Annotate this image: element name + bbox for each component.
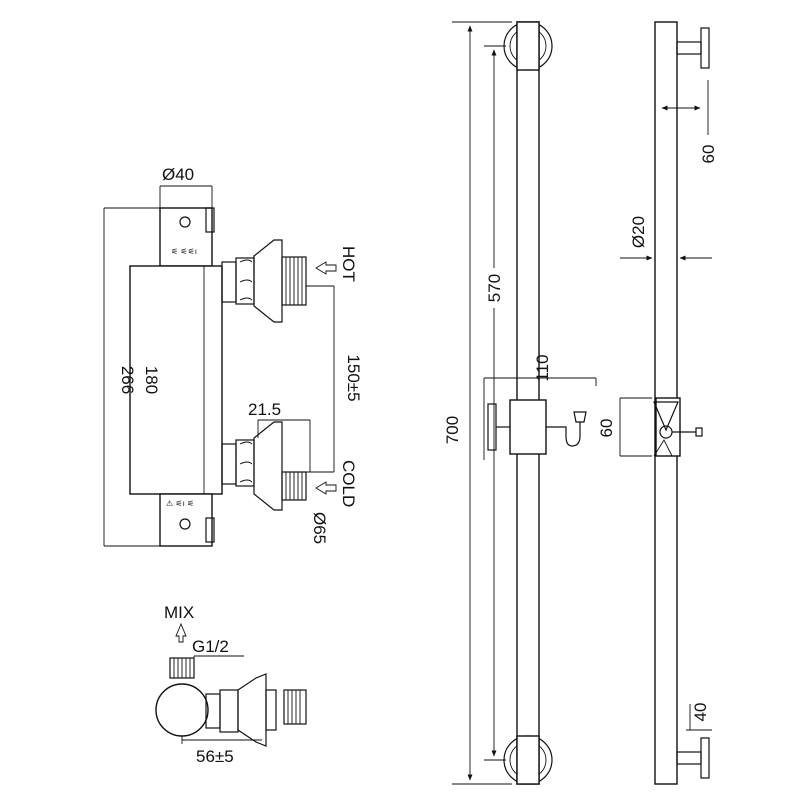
shower-holder-slider [509, 399, 547, 455]
mix-outlet-arrow-icon [175, 622, 187, 643]
handshower-cradle-icon [546, 422, 581, 447]
dim-holder-depth: 60 [597, 419, 616, 438]
svg-text:⚠ ⚟ı ⚟: ⚠ ⚟ı ⚟ [166, 499, 194, 508]
dim-escutcheon-diameter: Ø65 [310, 512, 329, 544]
mix-label: MIX [164, 603, 194, 622]
valve-top-view: MIX G1/2 56±5 [155, 603, 307, 766]
dim-wall-clearance: 60 [699, 145, 718, 164]
cold-inlet-arrow-icon [315, 481, 337, 495]
valve-front-view: ⚟ ⚟⚟ı ⚠ ⚟ı ⚟ Ø40 [103, 165, 363, 547]
dim-outlet-thread: G1/2 [192, 637, 229, 656]
mixer-round-body [155, 683, 209, 737]
dim-valve-diameter: Ø40 [162, 165, 194, 184]
top-wall-plate [700, 27, 710, 69]
top-mount-arm [676, 41, 702, 55]
dim-holder-height: 110 [533, 354, 552, 381]
dim-inlet-spacing: 150±5 [344, 354, 363, 401]
bottom-wall-plate [700, 737, 710, 779]
dim-rail-diameter: Ø20 [629, 216, 648, 248]
hot-inlet-fitting [221, 239, 307, 323]
dim-rail-inner-length: 570 [485, 274, 504, 302]
bottom-mount-arm [676, 751, 702, 765]
dim-body-height: 180 [142, 366, 161, 394]
dim-bracket-offset: 40 [691, 703, 710, 722]
hot-label: HOT [339, 246, 358, 282]
dim-rail-length: 700 [443, 416, 462, 444]
slide-rail-front-view: 700 570 110 [443, 21, 597, 785]
cold-inlet-fitting [221, 421, 307, 511]
dim-mixer-depth: 56±5 [196, 747, 234, 766]
scale-mark-icon: ⚟ ⚟⚟ı [171, 247, 197, 256]
dim-overall-height: 266 [118, 366, 137, 394]
screw-icon [179, 216, 191, 228]
valve-bottom-cap [159, 493, 213, 547]
slide-rail-side-view: 60 Ø20 60 40 [597, 21, 718, 785]
cold-label: COLD [339, 460, 358, 507]
hot-inlet-arrow-icon [315, 261, 337, 275]
dim-inlet-offset: 21.5 [248, 400, 281, 419]
